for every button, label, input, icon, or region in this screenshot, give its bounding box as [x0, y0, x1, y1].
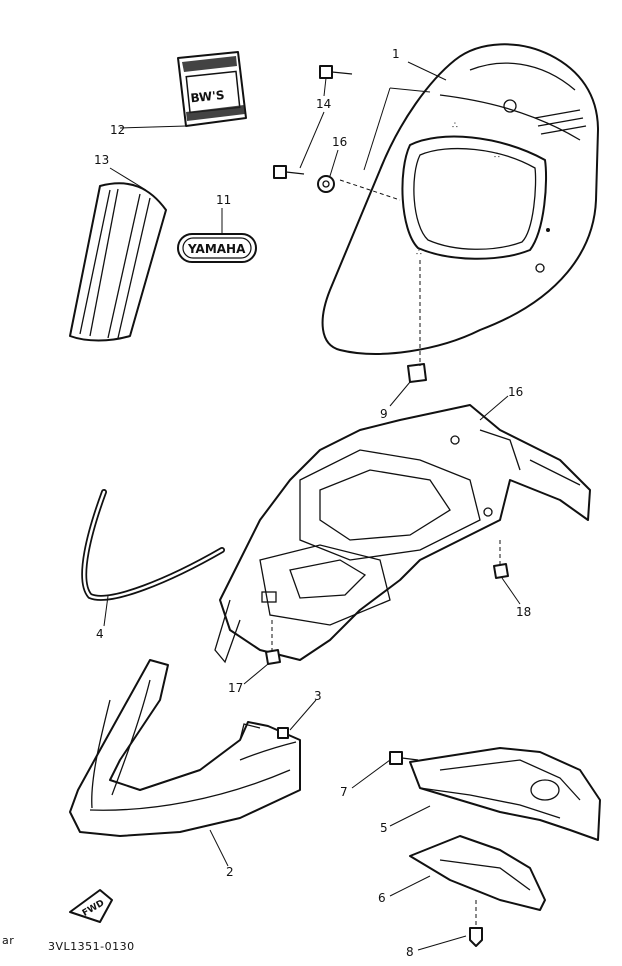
- ref-label-10: 11: [216, 193, 231, 207]
- ref-label-13: 14: [316, 97, 331, 111]
- front-cover: ∴ ∴ ∴: [321, 43, 599, 355]
- diagram-code: 3VL1351-0130: [48, 940, 135, 953]
- collar-14: [317, 175, 335, 193]
- nut-18: [493, 563, 509, 579]
- ref-label-6: 6: [378, 891, 386, 905]
- ref-label-16: 16: [508, 385, 523, 399]
- ref-label-14: 16: [332, 135, 347, 149]
- ref-label-11: 12: [110, 123, 125, 137]
- flap: [409, 835, 546, 911]
- nut-9: [407, 363, 427, 383]
- bws-emblem-text: BW'S: [190, 88, 225, 105]
- nut-17: [265, 649, 281, 665]
- clip-8: [469, 927, 483, 947]
- ref-label-17: 17: [228, 681, 243, 695]
- ref-label-1: 1: [392, 47, 400, 61]
- corner-mark: ar: [2, 934, 14, 947]
- ref-label-18: 18: [516, 605, 531, 619]
- rear-fender-cover: [409, 747, 601, 841]
- ref-label-5: 5: [380, 821, 388, 835]
- ref-label-4: 4: [96, 627, 104, 641]
- ref-label-2: 2: [226, 865, 234, 879]
- ref-label-3: 3: [314, 689, 322, 703]
- screw-3: [277, 727, 289, 739]
- svg-text:∴: ∴: [416, 248, 422, 258]
- ref-label-12: 13: [94, 153, 109, 167]
- fwd-arrow: FWD: [69, 889, 113, 923]
- bolt-13b: [273, 165, 305, 179]
- yamaha-emblem: YAMAHA: [177, 233, 257, 263]
- bolt-13a: [319, 65, 353, 79]
- bolt-7: [389, 751, 419, 765]
- footrest-board: [69, 659, 301, 837]
- molding-strip: [81, 489, 225, 601]
- ref-label-9: 9: [380, 407, 388, 421]
- svg-text:∴: ∴: [452, 121, 458, 131]
- inner-panel: [214, 404, 591, 664]
- yamaha-emblem-text: YAMAHA: [187, 242, 246, 256]
- svg-text:∴: ∴: [494, 151, 500, 161]
- bws-emblem: BW'S: [177, 51, 247, 127]
- ref-label-7: 7: [340, 785, 348, 799]
- stripe-decal: [69, 182, 167, 342]
- ref-label-8: 8: [406, 945, 414, 959]
